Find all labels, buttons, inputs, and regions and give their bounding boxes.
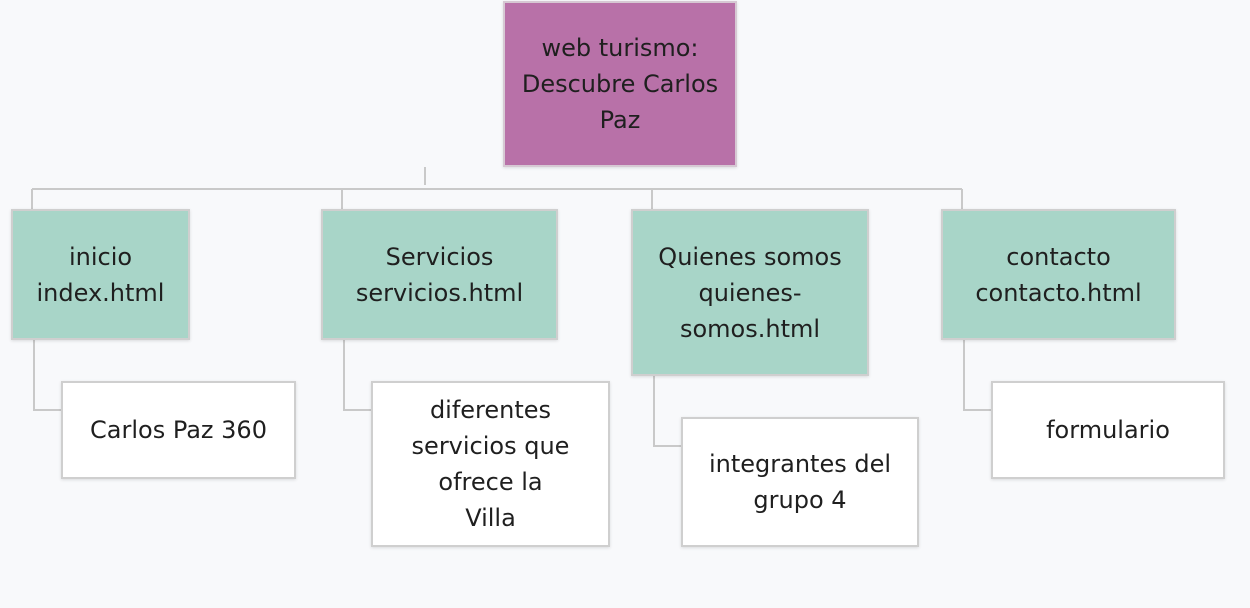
connector-contacto-child bbox=[963, 340, 992, 411]
root-node: web turismo: Descubre Carlos Paz bbox=[503, 1, 737, 167]
leaf-node-servicios: diferentes servicios que ofrece la Villa bbox=[371, 381, 610, 547]
connector-servicios-child bbox=[343, 340, 372, 411]
root-line-1: web turismo: bbox=[541, 34, 699, 62]
section-file: contacto.html bbox=[975, 278, 1142, 307]
section-label: Servicios servicios.html bbox=[356, 239, 523, 311]
section-node-inicio: inicio index.html bbox=[11, 209, 190, 340]
section-node-contacto: contacto contacto.html bbox=[941, 209, 1176, 340]
root-line-2: Descubre Carlos bbox=[521, 70, 719, 98]
section-title: contacto bbox=[1006, 242, 1111, 271]
section-label: contacto contacto.html bbox=[975, 239, 1141, 311]
leaf-node-contacto: formulario bbox=[991, 381, 1225, 479]
section-label: inicio index.html bbox=[37, 239, 165, 311]
connector-quienes-child bbox=[653, 376, 682, 447]
section-file: quienes-somos.html bbox=[679, 278, 821, 343]
section-title: inicio bbox=[68, 242, 133, 271]
section-label: Quienes somos quienes-somos.html bbox=[655, 239, 845, 347]
leaf-label: formulario bbox=[1046, 416, 1170, 444]
leaf-node-quienes-somos: integrantes del grupo 4 bbox=[681, 417, 919, 547]
root-line-3: Paz bbox=[599, 106, 641, 134]
section-file: servicios.html bbox=[355, 278, 524, 307]
leaf-label: diferentes servicios que ofrece la Villa bbox=[411, 396, 570, 532]
leaf-label: Carlos Paz 360 bbox=[90, 416, 267, 444]
root-label: web turismo: Descubre Carlos Paz bbox=[522, 30, 718, 138]
section-node-servicios: Servicios servicios.html bbox=[321, 209, 558, 340]
section-node-quienes-somos: Quienes somos quienes-somos.html bbox=[631, 209, 869, 376]
leaf-node-inicio: Carlos Paz 360 bbox=[61, 381, 296, 479]
section-title: Servicios bbox=[385, 242, 494, 271]
section-file: index.html bbox=[36, 278, 165, 307]
leaf-label: integrantes del grupo 4 bbox=[708, 450, 892, 514]
section-title: Quienes somos bbox=[658, 242, 842, 271]
connector-inicio-child bbox=[33, 340, 62, 411]
